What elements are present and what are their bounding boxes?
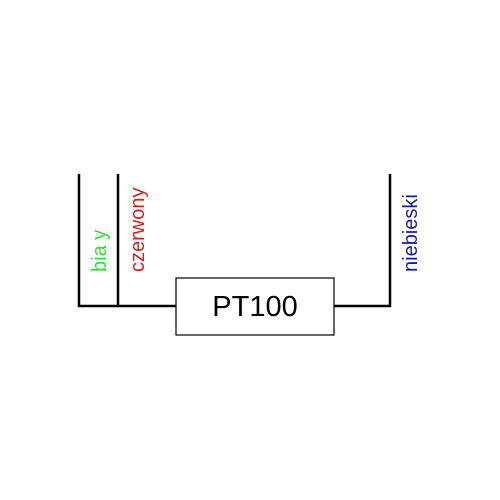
pt100-box xyxy=(175,277,335,336)
wire-label-white: bia y xyxy=(89,230,111,272)
wire-label-blue: niebieski xyxy=(400,194,422,272)
pt100-label: PT100 xyxy=(212,291,297,323)
wire-label-red: czerwony xyxy=(127,188,149,272)
